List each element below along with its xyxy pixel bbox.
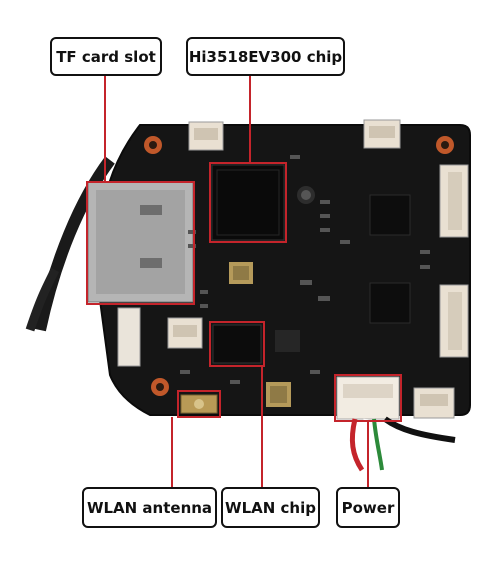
antenna-highlight-box — [177, 390, 221, 418]
wlan-chip-highlight-box — [209, 321, 265, 367]
power-label: Power — [336, 487, 400, 528]
motor-driver-ic-2 — [369, 282, 411, 324]
tf-card-slot-label: TF card slot — [50, 37, 162, 76]
tf-highlight-box — [86, 181, 195, 305]
motor-driver-ic — [369, 194, 411, 236]
chip-highlight-box — [209, 162, 287, 243]
power-wire-black — [383, 416, 456, 443]
connector-left — [117, 307, 141, 367]
wlan-chip-label: WLAN chip — [221, 487, 320, 528]
wlan-antenna-label: WLAN antenna — [82, 487, 217, 528]
power-wire-red — [349, 418, 365, 472]
wlan-chip — [212, 324, 262, 364]
chip-label: Hi3518EV300 chip — [186, 37, 345, 76]
left-cable — [34, 156, 115, 332]
hi3518-chip — [211, 164, 285, 241]
